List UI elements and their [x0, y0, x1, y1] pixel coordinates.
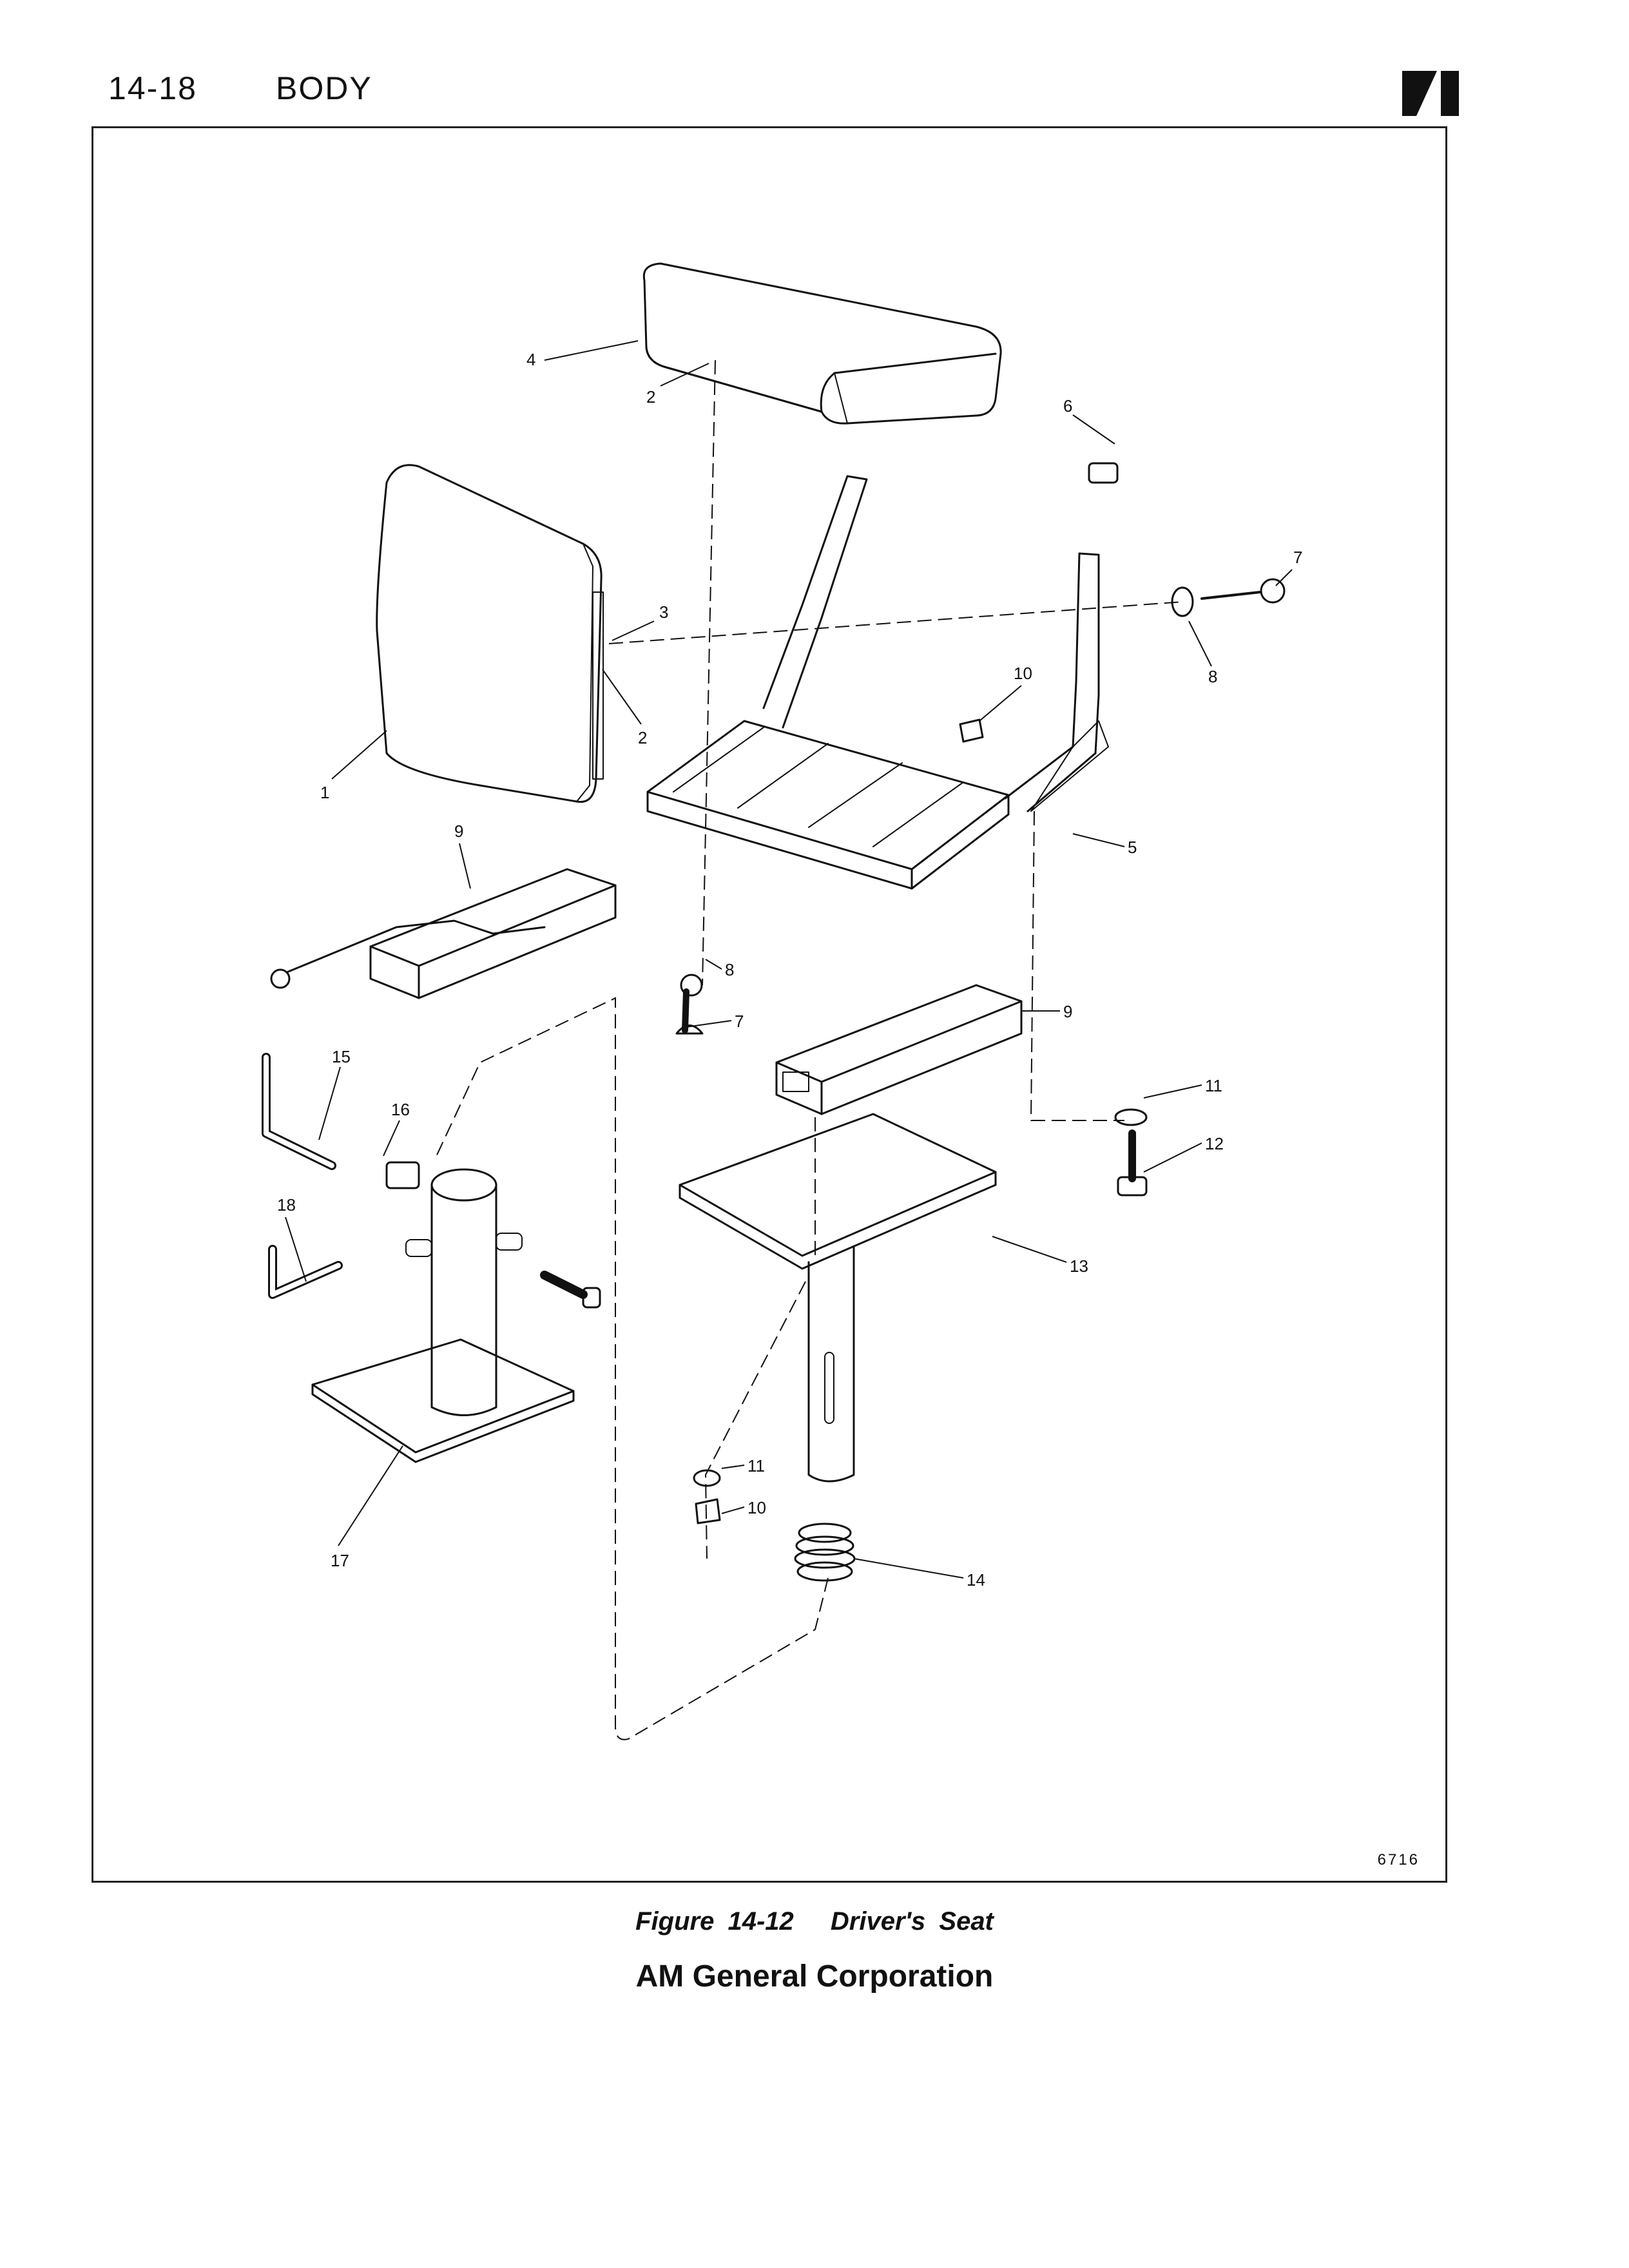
callout-8-lower: 8	[725, 960, 734, 979]
cap-plug	[1088, 462, 1119, 484]
page-number: 14-18	[108, 70, 197, 106]
callout-13: 13	[1070, 1256, 1088, 1276]
figure-title: Driver's Seat	[830, 1907, 994, 1936]
callout-10-lower: 10	[747, 1498, 766, 1517]
drawing-number: 6716	[1377, 1851, 1420, 1869]
callout-6: 6	[1063, 396, 1072, 416]
nut-upper	[959, 718, 984, 743]
washer-lower	[693, 1469, 721, 1487]
callout-8-right: 8	[1208, 667, 1217, 686]
exploded-seat-diagram: 4 2 3 2 1 6 7 8 10 5 9 8 7 9 11 12 13 14…	[262, 262, 1302, 1740]
figure-number: Figure 14-12	[635, 1907, 794, 1936]
callout-14: 14	[967, 1570, 985, 1590]
brand-logo-icon	[1402, 71, 1459, 116]
mounting-plate	[679, 1113, 997, 1483]
bolt-right	[1171, 578, 1286, 617]
callout-4: 4	[526, 350, 535, 369]
pin-lower-inner	[270, 1247, 341, 1297]
seat-cushion	[642, 262, 1002, 425]
callout-2-side: 2	[638, 728, 647, 747]
callout-9-right: 9	[1063, 1002, 1072, 1021]
seat-back	[376, 464, 604, 803]
callout-12: 12	[1205, 1134, 1224, 1153]
publisher-name: AM General Corporation	[635, 1959, 994, 1994]
clamp-block	[385, 1161, 420, 1189]
section-title: BODY	[276, 70, 372, 106]
pedestal-bolt	[540, 1271, 601, 1309]
seat-slide-rail-left	[270, 868, 617, 999]
callout-labels: 4 2 3 2 1 6 7 8 10 5 9 8 7 9 11 12 13 14…	[277, 350, 1302, 1590]
washer-right	[1114, 1108, 1148, 1126]
callout-16: 16	[391, 1100, 410, 1119]
spring	[794, 1523, 856, 1582]
figure-caption: Figure 14-12 Driver's Seat	[0, 1907, 1629, 1936]
callout-15: 15	[332, 1047, 351, 1066]
callout-1: 1	[320, 783, 329, 802]
pin-upper-inner	[264, 1055, 334, 1168]
callout-11-right: 11	[1205, 1076, 1222, 1095]
callout-3: 3	[659, 602, 668, 622]
pedestal	[311, 1168, 575, 1463]
seat-slide-rail-right	[775, 984, 1023, 1115]
bolt-lower	[675, 974, 704, 1035]
bolt-right-lower	[1117, 1129, 1148, 1196]
callout-7-lower: 7	[735, 1012, 744, 1031]
nut-lower	[695, 1498, 721, 1524]
callout-17: 17	[331, 1551, 349, 1570]
callout-18: 18	[277, 1195, 296, 1215]
callout-11-lower: 11	[747, 1456, 765, 1475]
callout-2-top: 2	[646, 387, 655, 407]
callout-9-left: 9	[454, 822, 463, 841]
callout-5: 5	[1128, 838, 1137, 857]
callout-10-upper: 10	[1014, 664, 1032, 683]
seat-frame	[646, 475, 1109, 890]
figure-frame: 4 2 3 2 1 6 7 8 10 5 9 8 7 9 11 12 13 14…	[92, 126, 1447, 1883]
callout-7-right: 7	[1293, 548, 1302, 567]
